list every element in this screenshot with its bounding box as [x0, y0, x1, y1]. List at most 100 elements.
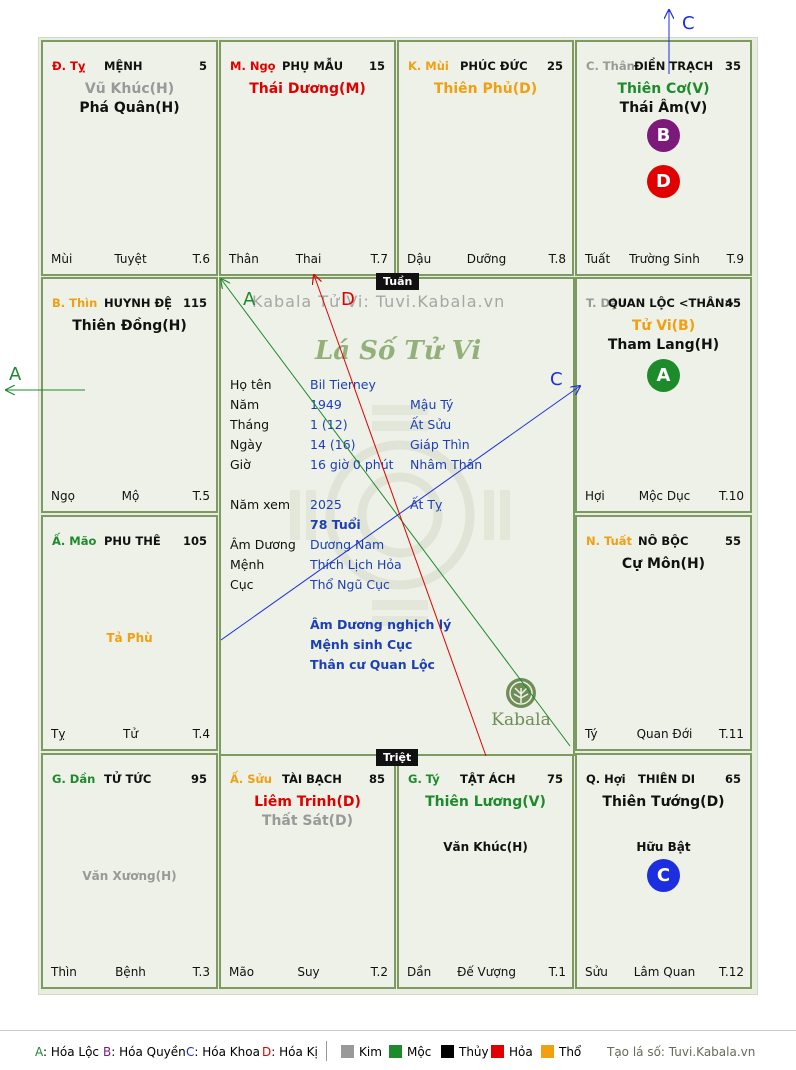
minor-star: Văn Khúc(H) [443, 840, 528, 854]
footer-branch: Thìn [51, 965, 77, 979]
palace-branch: G. Tý [408, 772, 440, 786]
kabala-logo-text: Kabala [491, 710, 551, 730]
palace-branch: Ấ. Sửu [230, 772, 272, 786]
legend-hoa-key: C [186, 1045, 195, 1059]
legend-hoa-text: : Hóa Quyền [111, 1045, 186, 1059]
footer-stage: Quan Đới [636, 727, 693, 741]
palace-age: 95 [190, 772, 207, 786]
footer-branch: Ngọ [51, 489, 75, 503]
palace-age: 115 [182, 296, 207, 310]
palace-name: TỬ TỨC [104, 772, 152, 786]
footer-month: T.11 [719, 727, 744, 741]
triet-tag: Triệt [376, 749, 419, 766]
palace-stars: Liêm Trinh(D)Thất Sát(D) [221, 793, 394, 831]
palace-name: PHỤ MẪU [282, 59, 344, 73]
footer-stage: Tuyệt [114, 252, 147, 266]
minor-star: Hữu Bật [636, 840, 691, 854]
footer-stage: Đế Vượng [457, 965, 516, 979]
major-star: Thiên Đồng(H) [72, 318, 187, 334]
info-value: 2025 [310, 497, 342, 512]
major-star: Thiên Lương(V) [425, 794, 546, 810]
legend-element-item: Thủy [441, 1045, 489, 1059]
legend-element-text: Thủy [459, 1045, 489, 1059]
chart-title: Lá Số Tử Vi [315, 336, 482, 366]
info-ganzhi: Nhâm Thân [410, 457, 483, 472]
legend-site-link[interactable]: Tạo lá số: Tuvi.Kabala.vn [607, 1045, 756, 1059]
legend-hoa-item: B: Hóa Quyền [103, 1045, 186, 1059]
palace-age: 65 [724, 772, 741, 786]
footer-stage: Bệnh [115, 965, 146, 979]
palace-branch: B. Thìn [52, 296, 98, 310]
info-label: Họ tên [230, 377, 272, 392]
footer-stage: Lâm Quan [633, 965, 696, 979]
footer-month: T.5 [192, 489, 210, 503]
legend-hoa-key: B [103, 1045, 112, 1059]
chart-note: Thân cư Quan Lộc [310, 657, 435, 672]
info-ganzhi: Mậu Tý [410, 397, 454, 412]
info-label: Ngày [230, 437, 263, 452]
legend-hoa-key: A [35, 1045, 43, 1059]
palace-branch: Ấ. Mão [52, 534, 97, 548]
major-star: Vũ Khúc(H) [84, 81, 175, 97]
footer-stage: Mộc Dục [638, 489, 691, 503]
footer-branch: Tuất [585, 252, 611, 266]
info-label: Giờ [230, 457, 251, 472]
legend-element-item: Thổ [541, 1045, 581, 1059]
major-star: Thất Sát(D) [261, 813, 354, 829]
palace-name: THIÊN DI [638, 772, 696, 786]
footer-month: T.6 [192, 252, 210, 266]
element-swatch [389, 1045, 402, 1058]
major-star: Thiên Cơ(V) [617, 81, 710, 97]
footer-branch: Dần [407, 965, 432, 979]
footer-branch: Tỵ [51, 727, 66, 741]
info-label: Cục [230, 577, 254, 592]
info-ganzhi: Ất Tỵ [410, 497, 443, 512]
major-star: Thái Âm(V) [619, 100, 708, 116]
element-swatch [541, 1045, 554, 1058]
palace-stars: Thiên Tướng(D)Hữu Bật [577, 793, 750, 856]
palace-stars: Thiên Cơ(V) Thái Âm(V) [577, 80, 750, 118]
major-star: Phá Quân(H) [79, 100, 180, 116]
palace-branch: G. Dần [52, 772, 96, 786]
palace-age: 85 [368, 772, 385, 786]
palace-name: MỆNH [104, 59, 143, 73]
footer-month: T.2 [370, 965, 388, 979]
major-star: Tử Vi(B) [631, 318, 696, 334]
footer-month: T.3 [192, 965, 210, 979]
palace-stars: Thiên Phủ(D) [399, 80, 572, 99]
arrow-label-c-outside: C [682, 13, 695, 34]
palace-stars: Thiên Đồng(H) [43, 317, 216, 336]
major-star: Thái Dương(M) [249, 81, 366, 97]
major-star: Thiên Phủ(D) [433, 81, 538, 97]
palace-header: G. Dần TỬ TỨC 95 [52, 772, 207, 788]
kabala-logo: Kabala [487, 676, 555, 732]
palace-stars: Tử Vi(B) Tham Lang(H) [577, 317, 750, 355]
footer-month: T.7 [370, 252, 388, 266]
age-label: 78 Tuổi [310, 517, 361, 532]
legend-element-text: Kim [359, 1045, 382, 1059]
info-ganzhi: Ất Sửu [410, 417, 452, 432]
major-star: Tham Lang(H) [607, 337, 720, 353]
info-label: Năm xem [230, 497, 291, 512]
